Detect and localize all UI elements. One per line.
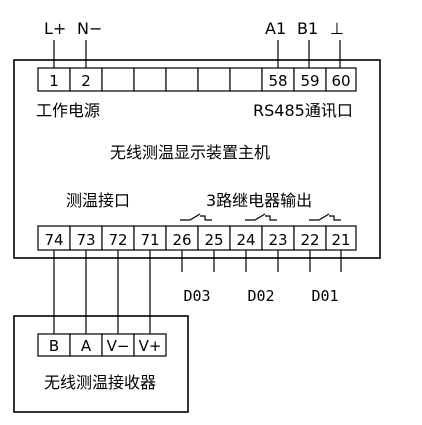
label-a1: A1 (265, 19, 286, 38)
terminal-label: 59 (300, 72, 319, 90)
terminal-cell (133, 67, 167, 92)
terminal-cell (197, 225, 231, 251)
label-b1: B1 (297, 19, 318, 38)
temp-port-label: 测温接口 (66, 191, 130, 210)
terminal-cell (229, 67, 263, 92)
label-l-plus: L+ (44, 19, 66, 38)
terminal-label: 22 (300, 231, 319, 249)
terminal-cell (261, 225, 295, 251)
terminal-label: 73 (76, 231, 95, 249)
terminal-cell (325, 67, 357, 92)
terminal-label: 58 (268, 72, 287, 90)
terminal-label: 1 (49, 72, 59, 90)
terminal-label: 72 (108, 231, 127, 249)
label-ground: ⊥ (330, 19, 344, 38)
relay-contact-symbol (180, 213, 212, 221)
terminal-cell (165, 67, 199, 92)
relay-output-d03: D03 (183, 287, 210, 305)
terminal-label: 2 (81, 72, 91, 90)
terminal-cell (325, 225, 357, 251)
terminal-label: 60 (331, 72, 350, 90)
receiver-box (13, 315, 189, 413)
receiver-title: 无线测温接收器 (44, 373, 156, 392)
terminal-cell (133, 333, 167, 357)
terminal-label: 24 (236, 231, 255, 249)
terminal-label: 71 (140, 231, 159, 249)
main-unit-box (13, 59, 381, 259)
terminal-label: 26 (172, 231, 191, 249)
top-terminal-strip: 1 2 58 59 60 (37, 67, 357, 92)
terminal-cell (69, 225, 103, 251)
receiver-terminal-label: V+ (139, 337, 162, 355)
relay-contact-symbol (245, 213, 277, 221)
relay-contact-symbols (180, 213, 341, 221)
receiver-terminal-label: B (49, 337, 59, 355)
terminal-cell (229, 225, 263, 251)
main-unit-title: 无线测温显示装置主机 (110, 143, 270, 162)
terminal-label: 74 (44, 231, 63, 249)
terminal-label: 25 (204, 231, 223, 249)
rs485-label: RS485通讯口 (253, 101, 353, 120)
power-label: 工作电源 (36, 101, 100, 120)
receiver-terminal-strip: B A V− V+ (37, 333, 167, 357)
receiver-terminal-label: A (81, 337, 92, 355)
label-n-minus: N− (77, 19, 102, 38)
terminal-cell (101, 67, 135, 92)
receiver-terminal-label: V− (107, 337, 130, 355)
bottom-terminal-strip: 74 73 72 71 26 25 24 23 22 21 (37, 225, 357, 251)
relay-output-d01: D01 (311, 287, 338, 305)
terminal-label: 23 (268, 231, 287, 249)
terminal-label: 21 (331, 231, 350, 249)
relay-contact-symbol (309, 213, 341, 221)
terminal-cell (197, 67, 231, 92)
relay-output-label: 3路继电器输出 (206, 191, 312, 210)
relay-output-d02: D02 (247, 287, 274, 305)
